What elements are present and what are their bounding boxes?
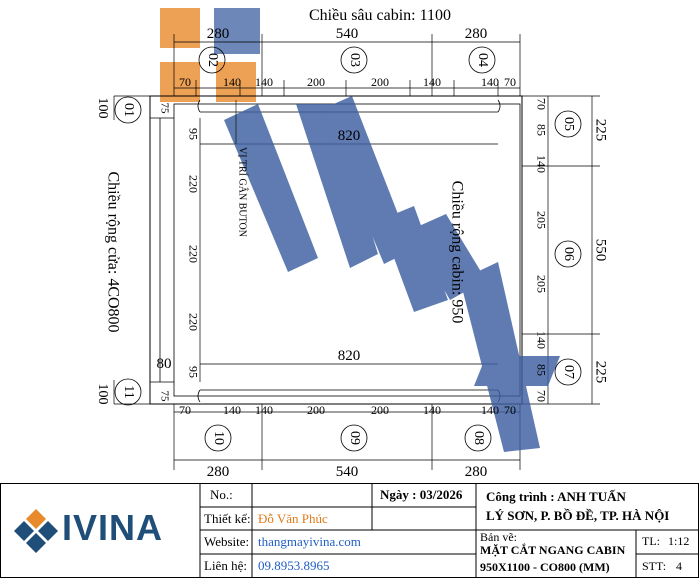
right-sub-dim: 205 xyxy=(534,211,548,229)
sheet-label: STT: xyxy=(642,559,667,573)
top-sub-dim: 140 xyxy=(423,75,441,89)
bottom-sub-dim: 200 xyxy=(307,403,325,417)
top-sub-dim: 70 xyxy=(179,75,191,89)
title-block: IVINA No.: Ngày : 03/2026 Thiết kế: Đỗ V… xyxy=(0,483,699,578)
project-address: LÝ SƠN, P. BỒ ĐỀ, TP. HÀ NỘI xyxy=(486,508,670,523)
watermark-orange-square xyxy=(160,8,200,48)
panel-label-07: 07 xyxy=(561,365,576,379)
right-dim-225-bottom: 225 xyxy=(593,361,609,384)
button-position-label: VỊ TRÍ GÂN BUTON xyxy=(237,147,249,237)
title-block-grid xyxy=(0,483,699,578)
no-label: No.: xyxy=(210,487,233,502)
sheet-value: 4 xyxy=(676,559,682,573)
right-sub-dim: 70 xyxy=(534,98,548,110)
date-label: Ngày : 03/2026 xyxy=(380,487,463,502)
panel-label-11: 11 xyxy=(121,385,136,398)
website-label: Website: xyxy=(204,534,250,549)
top-dim-1: 280 xyxy=(207,26,230,42)
top-dim-3: 280 xyxy=(465,26,488,42)
cabin-outer xyxy=(149,95,523,405)
panel-label-04: 04 xyxy=(475,53,490,67)
right-sub-dim: 140 xyxy=(534,155,548,173)
panel-label-03: 03 xyxy=(347,53,362,67)
bottom-sub-dim: 70 xyxy=(179,403,191,417)
right-dim-225-top: 225 xyxy=(593,119,609,142)
logo-text: IVINA xyxy=(62,507,164,548)
inner-820-bottom: 820 xyxy=(338,348,361,364)
panel-label-06: 06 xyxy=(561,247,576,261)
door-width-title: Chiều rộng cửa: 4CO800 xyxy=(104,171,121,332)
left-small-75-bottom: 75 xyxy=(158,391,170,403)
left-inner-dim: 95 xyxy=(186,366,200,378)
panel-label-10: 10 xyxy=(211,431,226,445)
cabin-section-drawing: Chiều sâu cabin: 1100 280 540 280 02 03 … xyxy=(95,7,609,480)
bottom-sub-dim: 200 xyxy=(371,403,389,417)
designer-value: Đỗ Văn Phúc xyxy=(258,511,328,526)
bottom-sub-dim: 140 xyxy=(423,403,441,417)
bottom-dim-3: 280 xyxy=(465,464,488,480)
left-dim-100-top: 100 xyxy=(95,98,110,119)
panel-label-08: 08 xyxy=(471,431,486,445)
right-dim-550: 550 xyxy=(593,239,609,262)
ivina-logo-icon xyxy=(14,509,58,553)
drawing-subtitle: 950X1100 - CO800 (MM) xyxy=(480,560,610,574)
scale-value: 1:12 xyxy=(668,534,690,548)
scale-label: TL: xyxy=(642,534,660,548)
website-link[interactable]: thangmayivina.com xyxy=(258,534,361,549)
watermark-blue-square xyxy=(214,8,260,54)
right-sub-dim: 205 xyxy=(534,275,548,293)
bottom-sub-dim: 140 xyxy=(255,403,273,417)
top-sub-dim: 140 xyxy=(255,75,273,89)
watermark-orange-square xyxy=(160,62,200,102)
cabin-depth-title: Chiều sâu cabin: 1100 xyxy=(309,7,451,24)
bottom-sub-dim: 70 xyxy=(504,403,516,417)
left-inner-dim: 220 xyxy=(186,245,200,263)
bottom-sub-dim: 140 xyxy=(223,403,241,417)
left-small-75-top: 75 xyxy=(158,103,170,115)
right-sub-dim: 70 xyxy=(534,390,548,402)
top-sub-dim: 200 xyxy=(371,75,389,89)
inner-820-top: 820 xyxy=(338,128,361,144)
designer-label: Thiết kế: xyxy=(204,511,251,526)
top-dim-2: 540 xyxy=(336,26,359,42)
right-sub-dim: 140 xyxy=(534,331,548,349)
panel-label-09: 09 xyxy=(347,431,362,445)
watermark-orange-square xyxy=(216,62,256,102)
top-sub-dim: 200 xyxy=(307,75,325,89)
left-dim-100-bottom: 100 xyxy=(95,384,110,405)
top-sub-dim: 140 xyxy=(481,75,499,89)
panel-label-02: 02 xyxy=(205,53,220,67)
contact-label: Liên hệ: xyxy=(204,558,247,573)
right-sub-dim: 85 xyxy=(534,364,548,376)
left-dim-80: 80 xyxy=(157,356,172,372)
drawing-title: MẶT CẮT NGANG CABIN xyxy=(480,543,626,557)
project-label: Công trình : ANH TUẤN xyxy=(486,489,626,504)
bottom-sub-dim: 140 xyxy=(481,403,499,417)
drawing-label: Bản vẽ: xyxy=(480,530,517,544)
cabin-width-title: Chiều rộng cabin: 950 xyxy=(448,181,465,324)
top-sub-dim: 70 xyxy=(504,75,516,89)
contact-value: 09.8953.8965 xyxy=(258,558,330,573)
watermark-ivina xyxy=(224,96,560,452)
left-inner-dim: 220 xyxy=(186,313,200,331)
left-inner-dim: 95 xyxy=(186,128,200,140)
right-sub-dim: 85 xyxy=(534,124,548,136)
panel-label-01: 01 xyxy=(121,103,136,117)
top-sub-dim: 140 xyxy=(223,75,241,89)
panel-label-05: 05 xyxy=(561,117,576,131)
left-inner-dim: 220 xyxy=(186,175,200,193)
bottom-dim-1: 280 xyxy=(207,464,230,480)
bottom-dim-2: 540 xyxy=(336,464,359,480)
